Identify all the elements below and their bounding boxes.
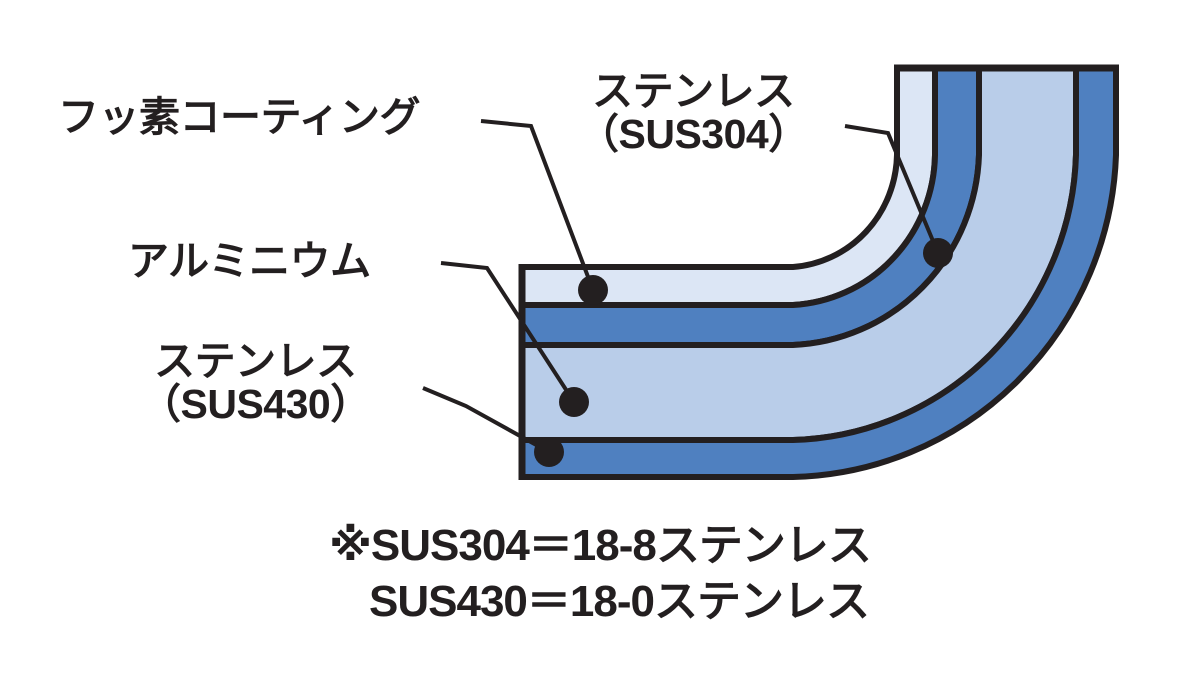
leader-line-fluorine-coating [480, 119, 595, 291]
footnote: ※SUS304＝18-8ステンレス SUS430＝18-0ステンレス [0, 518, 1200, 631]
leader-line-stainless-sus430 [422, 386, 550, 454]
label-aluminum: アルミニウム [128, 238, 371, 284]
footnote-line-2: SUS430＝18-0ステンレス [369, 577, 870, 627]
label-stainless-sus430-line-1: ステンレス [154, 338, 357, 384]
label-stainless-sus430-line-2: （SUS430） [140, 381, 371, 428]
footnote-line-1: ※SUS304＝18-8ステンレス [329, 521, 872, 570]
layer-band-stainless-sus430 [519, 65, 1119, 480]
label-stainless-sus430: ステンレス （SUS430） [140, 338, 371, 428]
leader-dot-aluminum [559, 387, 589, 417]
label-stainless-sus304-line-1: ステンレス [592, 68, 795, 114]
leader-line-aluminum [440, 261, 576, 404]
leader-dot-stainless-sus430 [534, 437, 564, 467]
label-stainless-sus304: ステンレス （SUS304） [578, 68, 809, 158]
stainless-sus430-layer-shape [519, 65, 1119, 480]
leader-dot-fluorine-coating [578, 275, 608, 305]
leader-dot-stainless-sus304 [923, 238, 953, 268]
leader-line-stainless-sus304 [844, 124, 940, 254]
label-fluorine-coating: フッ素コーティング [58, 94, 421, 140]
label-stainless-sus304-line-2: （SUS304） [578, 111, 809, 158]
